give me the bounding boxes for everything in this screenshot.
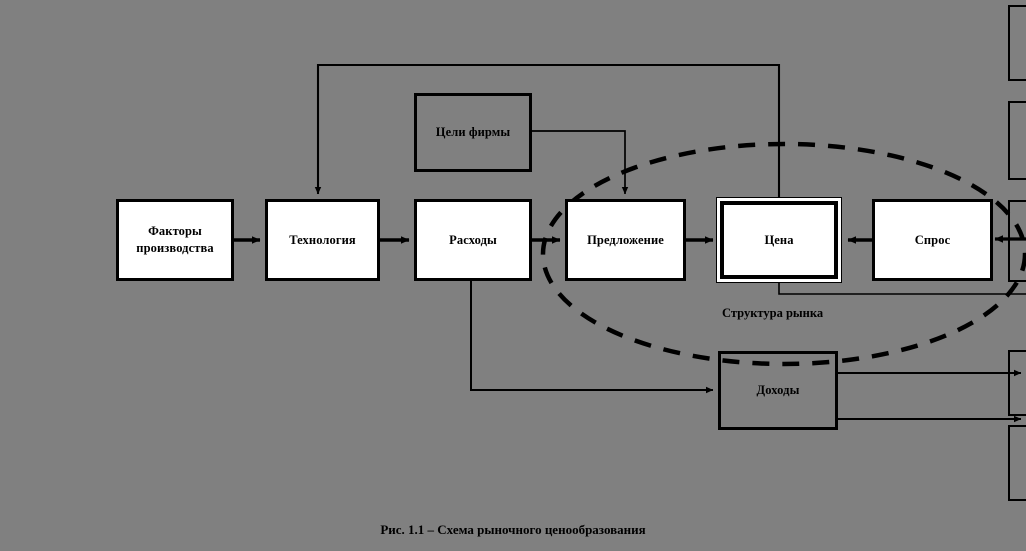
node-income[interactable]: Доходы xyxy=(718,351,838,430)
edge-firmgoals-supply xyxy=(532,130,629,195)
edge-price-to-edge-box4 xyxy=(778,281,1026,295)
node-label: Технология xyxy=(289,232,356,247)
node-price-inner: Цена xyxy=(720,201,838,279)
node-label: Цена xyxy=(764,232,794,247)
node-label: Цели фирмы xyxy=(435,125,511,140)
edge-box-2[interactable] xyxy=(1008,101,1026,180)
edge-box-3[interactable] xyxy=(1008,200,1026,282)
node-label: Факторы производства xyxy=(136,224,214,255)
node-price[interactable]: Цена xyxy=(716,197,842,283)
edge-box-5[interactable] xyxy=(1008,425,1026,501)
node-technology[interactable]: Технология xyxy=(265,199,380,281)
node-demand[interactable]: Спрос xyxy=(872,199,993,281)
edge-box-4[interactable] xyxy=(1008,350,1026,416)
edge-price-feedback-technology xyxy=(314,63,781,199)
edge-costs-income xyxy=(470,281,714,394)
node-costs[interactable]: Расходы xyxy=(414,199,532,281)
market-structure-label: Структура рынка xyxy=(722,306,824,320)
node-label: Доходы xyxy=(756,383,800,398)
node-factors-of-production[interactable]: Факторы производства xyxy=(116,199,234,281)
node-firm-goals[interactable]: Цели фирмы xyxy=(414,93,532,172)
node-label: Расходы xyxy=(449,232,497,247)
node-label: Спрос xyxy=(914,232,951,247)
edge-box-1[interactable] xyxy=(1008,5,1026,81)
node-supply[interactable]: Предложение xyxy=(565,199,686,281)
node-label: Предложение xyxy=(587,232,664,247)
market-structure-ellipse xyxy=(540,141,1026,367)
figure-caption: Рис. 1.1 – Схема рыночного ценообразован… xyxy=(380,522,646,537)
